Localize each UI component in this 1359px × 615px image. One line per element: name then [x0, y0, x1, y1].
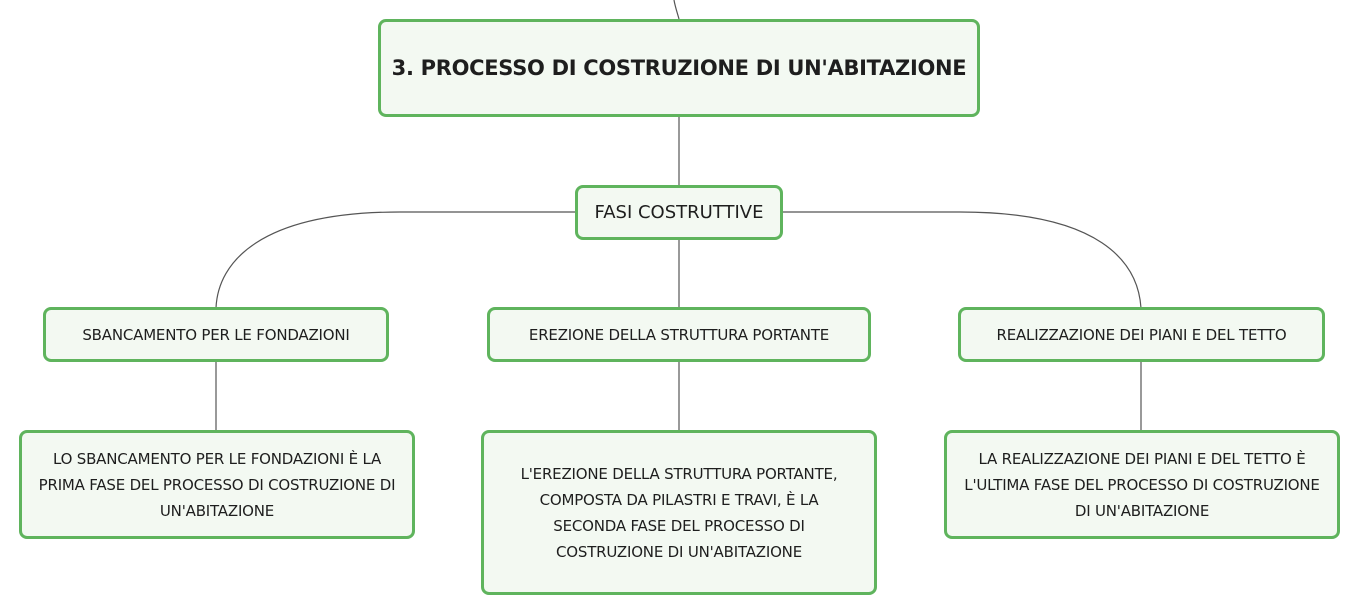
- section-topic[interactable]: FASI COSTRUTTIVE: [575, 185, 783, 240]
- phase-topic-2[interactable]: EREZIONE DELLA STRUTTURA PORTANTE: [487, 307, 871, 362]
- connector-incoming: [673, 0, 680, 20]
- section-topic-label: FASI COSTRUTTIVE: [594, 202, 764, 223]
- root-topic[interactable]: 3. PROCESSO DI COSTRUZIONE DI UN'ABITAZI…: [378, 19, 980, 117]
- phase-topic-1[interactable]: SBANCAMENTO PER LE FONDAZIONI: [43, 307, 389, 362]
- phase-topic-label: EREZIONE DELLA STRUTTURA PORTANTE: [528, 325, 830, 344]
- phase-topic-label: SBANCAMENTO PER LE FONDAZIONI: [82, 325, 350, 344]
- root-topic-label: 3. PROCESSO DI COSTRUZIONE DI UN'ABITAZI…: [391, 56, 967, 80]
- phase-detail-1[interactable]: LO SBANCAMENTO PER LE FONDAZIONI È LA PR…: [19, 430, 415, 539]
- connector-section-phase-1: [215, 211, 577, 309]
- phase-detail-text: LO SBANCAMENTO PER LE FONDAZIONI È LA PR…: [38, 449, 396, 520]
- phase-detail-2[interactable]: L'EREZIONE DELLA STRUTTURA PORTANTE, COM…: [481, 430, 877, 595]
- phase-detail-3[interactable]: LA REALIZZAZIONE DEI PIANI E DEL TETTO È…: [944, 430, 1340, 539]
- connector-section-phase-3: [781, 211, 1142, 309]
- phase-detail-text: LA REALIZZAZIONE DEI PIANI E DEL TETTO È…: [964, 449, 1320, 520]
- phase-topic-3[interactable]: REALIZZAZIONE DEI PIANI E DEL TETTO: [958, 307, 1325, 362]
- phase-detail-text: L'EREZIONE DELLA STRUTTURA PORTANTE, COM…: [520, 464, 838, 561]
- phase-topic-label: REALIZZAZIONE DEI PIANI E DEL TETTO: [996, 325, 1287, 344]
